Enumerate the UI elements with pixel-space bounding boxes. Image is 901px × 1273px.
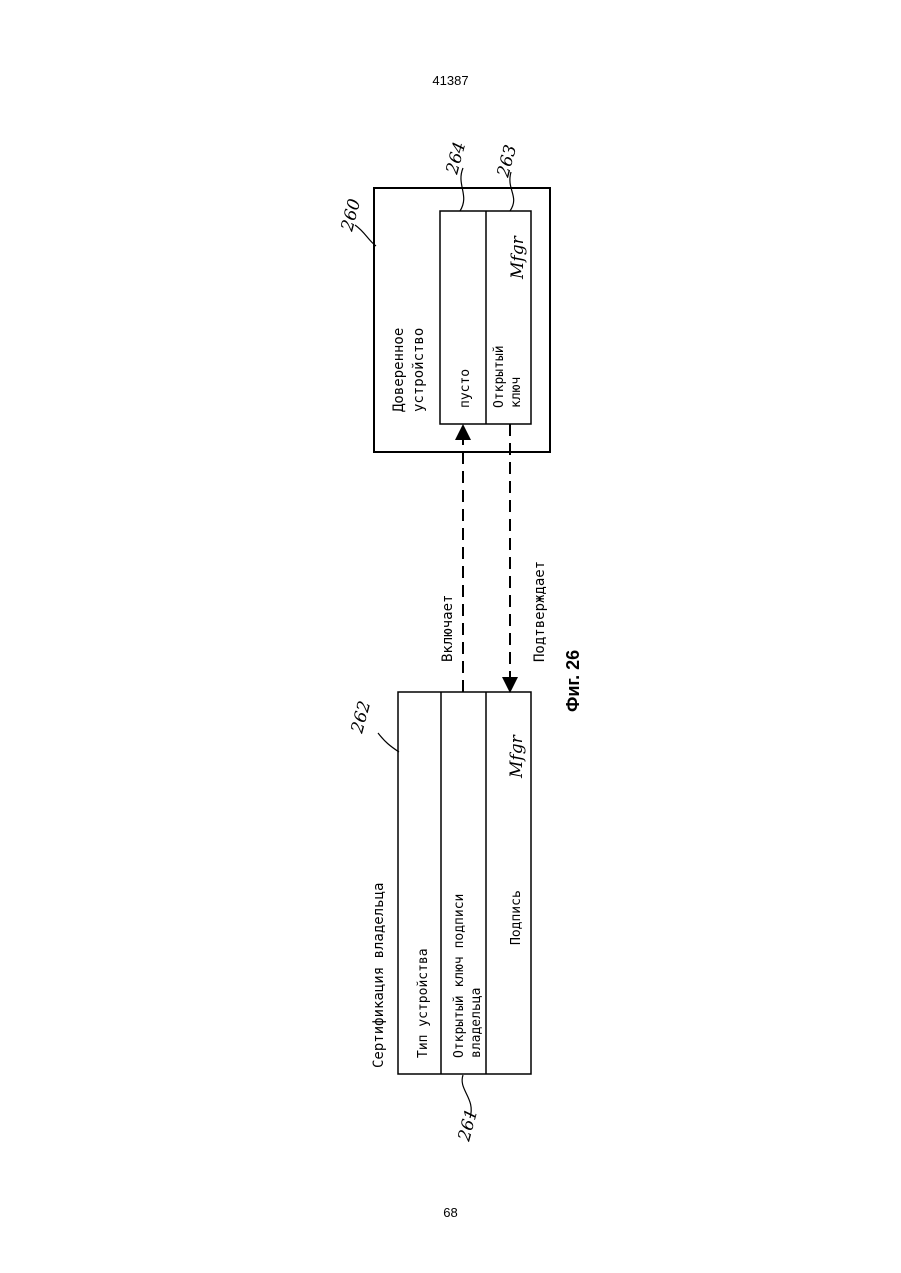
manufacturer-signature-mark: Mfgr [508,235,528,280]
ref-260-leader [355,225,376,246]
trusted-device-title-2: устройство [411,328,427,412]
ref-260: 260 [337,197,365,235]
ref-261: 261 [454,1107,482,1144]
confirms-label: Подтверждает [532,561,548,662]
page-number: 68 [0,1205,901,1220]
owner-certificate-title: Сертификация владельца [371,883,387,1068]
ref-263: 263 [493,143,521,180]
ref-264: 264 [442,140,470,177]
ref-262-leader [378,733,399,752]
owner-signature-mark: Mfgr [507,734,527,779]
includes-label: Включает [440,595,456,662]
field-public-key-label-2: ключ [509,377,524,408]
row-owner-key-1: Открытый ключ подписи [452,894,467,1058]
trusted-device-title-1: Доверенное [391,328,407,412]
field-public-key-label-1: Открытый [492,345,507,408]
row-owner-key-2: владельца [469,988,484,1058]
ref-262: 262 [347,699,375,736]
figure-caption: Фиг. 26 [563,650,583,712]
row-device-type: Тип устройства [416,948,431,1058]
row-signature: Подпись [509,890,524,945]
field-empty-label: пусто [458,369,473,408]
